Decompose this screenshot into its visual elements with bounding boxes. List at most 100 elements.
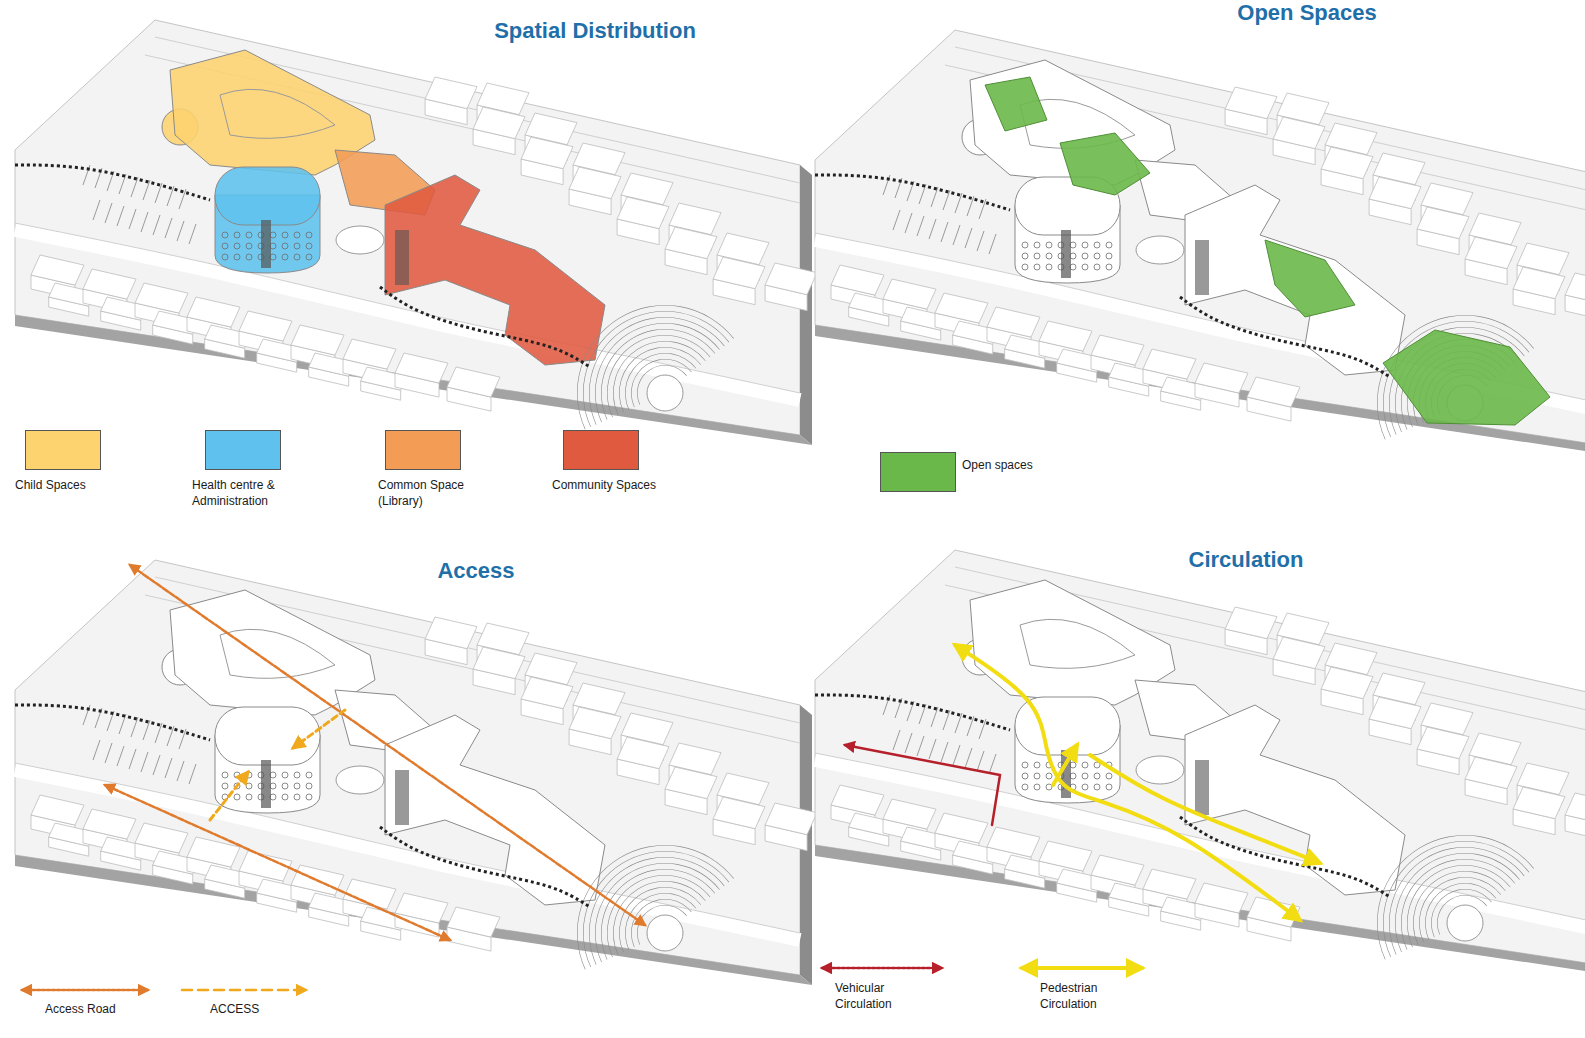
panel-title: Spatial Distribution [488,18,702,44]
building-top [1143,869,1196,899]
facade-dot [234,254,240,260]
slab-bottom [815,845,1585,975]
facade-dot [306,783,312,789]
community-block [1185,185,1405,375]
facade-dot [1082,264,1088,270]
amphitheater-step [1395,853,1520,952]
legend-line-sample [822,967,942,970]
health-core [261,220,271,268]
building-top [1369,177,1421,209]
facade-dot [294,243,300,249]
amphitheater-step [607,875,710,957]
parking-stall [929,739,936,759]
panels [15,20,1585,985]
legend-text: Vehicular Circulation [835,981,915,1012]
parking-stall [893,730,900,750]
facade-dot [1094,264,1100,270]
building-top [425,77,477,109]
parking-stall [943,190,950,210]
community-core [1195,240,1209,295]
facade-dot [234,794,240,800]
building-top [83,809,136,839]
access-road-arrow [130,565,645,925]
road-edge [15,223,800,393]
parking-stall [953,225,960,245]
building-top [1321,667,1373,699]
amphitheater-step [607,335,710,417]
building-top [447,367,500,397]
facade-dot [1034,784,1040,790]
facade-dot [306,772,312,778]
site-panel [815,550,1585,975]
access-road-arrow [105,785,450,940]
dotted-path [815,695,1010,730]
facade-dot [1034,253,1040,259]
facade-dot [246,243,252,249]
facade-dot [282,772,288,778]
legend-swatch [563,430,639,470]
site-panel [15,560,817,985]
parking-stall [977,751,984,771]
site-panel [815,30,1585,455]
legend-line-sample [1022,966,1142,970]
legend-samples [22,968,1142,990]
health-top [215,707,320,765]
facade-dot [1022,773,1028,779]
parking-stall [189,764,196,784]
parking-stall [105,743,112,763]
community-core [1195,760,1209,815]
parking-stall [131,717,138,737]
building-top [1417,727,1469,759]
parking-stall [141,752,148,772]
building-top [31,255,84,285]
health-top [215,167,320,225]
building-top [1195,363,1248,393]
parking-stall [989,234,996,254]
facade-dot [1106,773,1112,779]
facade-dot [222,783,228,789]
amphitheater-step [1413,871,1506,945]
building-top [135,283,188,313]
facade-dot [246,794,252,800]
facade-dot [1094,242,1100,248]
legend-text: Pedestrian Circulation [1040,981,1120,1012]
parking-stall [953,745,960,765]
amphitheater-step [577,305,734,430]
parking-stall [965,748,972,768]
legend-text: Access Road [45,1002,155,1018]
community-block [385,715,605,905]
building-top [987,827,1040,857]
parking-stall [917,736,924,756]
facade-dot [1046,264,1052,270]
building-top [617,197,669,229]
building-top [1273,117,1325,149]
building-top [883,279,936,309]
facade-dot [1022,784,1028,790]
building-top [1195,883,1248,913]
facade-dot [282,254,288,260]
parking-stall [931,707,938,727]
ground [15,20,800,435]
dotted-path [815,175,1010,210]
parking-stall [989,754,996,774]
road-band [15,230,800,400]
amphitheater-step [613,881,706,955]
parking-stall [117,746,124,766]
facade-dot [306,243,312,249]
legend-swatch [205,430,281,470]
dotted-path [380,287,590,367]
building-top [521,677,573,709]
parking-stall [93,740,100,760]
amphitheater-step [613,341,706,415]
legend-text: Common Space (Library) [378,478,473,509]
building-top [765,803,817,835]
facade-dot [282,243,288,249]
road-band [815,760,1585,930]
building-top [665,767,717,799]
building-top [1039,321,1092,351]
building-top [831,785,884,815]
building-top [291,325,344,355]
